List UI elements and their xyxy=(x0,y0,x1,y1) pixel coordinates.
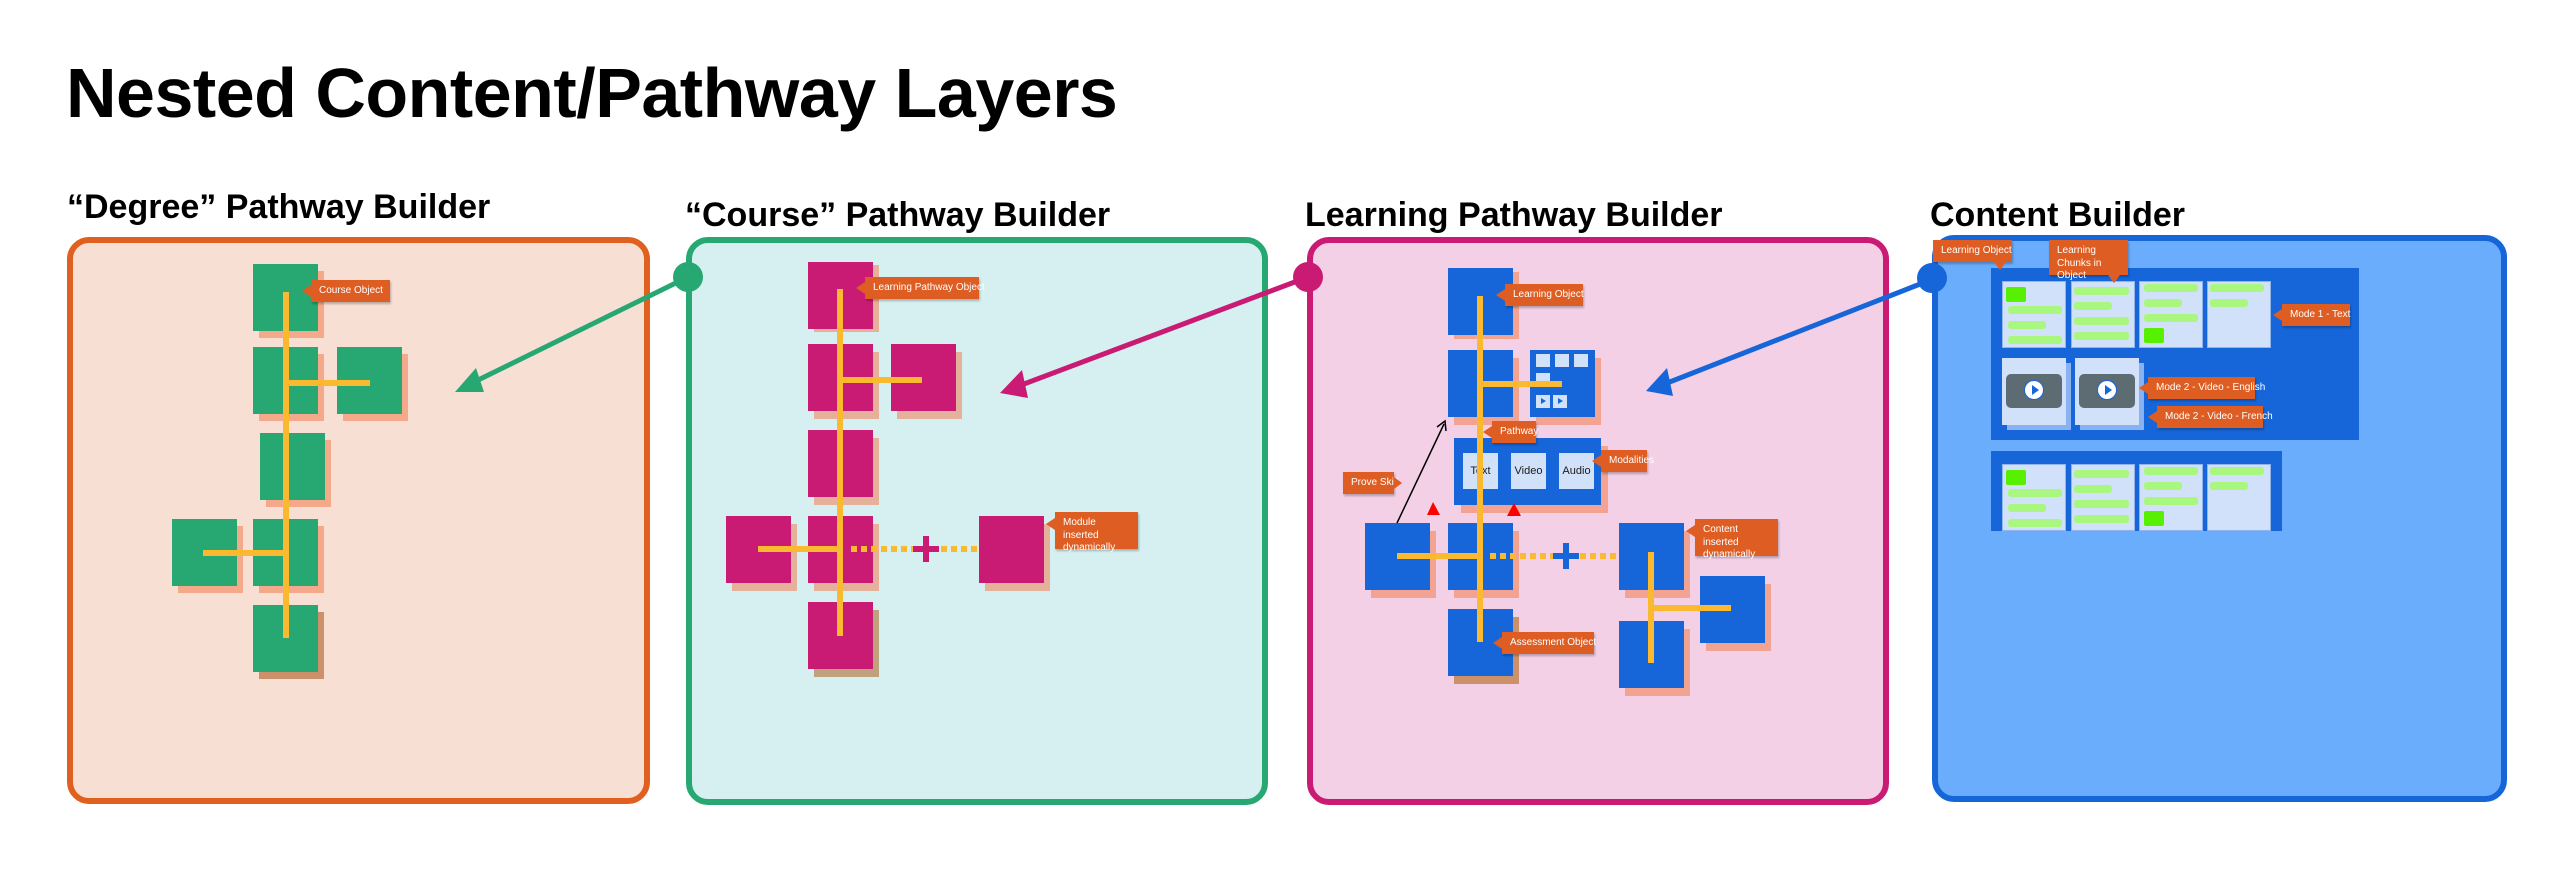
callout-learning-object: Learning Object xyxy=(1933,240,2012,270)
text-line xyxy=(2210,482,2248,490)
text-line xyxy=(2008,336,2062,344)
panel-title-learning: Learning Pathway Builder xyxy=(1305,196,1723,234)
image-block xyxy=(2144,511,2164,526)
video-thumb xyxy=(1536,395,1550,408)
callout-learning-chunks: Learning Chunks in Object xyxy=(2049,240,2128,283)
image-block xyxy=(2006,287,2026,302)
text-line xyxy=(2210,467,2264,475)
text-line xyxy=(2144,314,2198,322)
modality-audio[interactable]: Audio xyxy=(1559,453,1594,489)
learning-chunk[interactable] xyxy=(2207,281,2271,348)
callout-mode-2-video-french: Mode 2 - Video - French xyxy=(2148,406,2273,428)
text-line xyxy=(2074,515,2129,523)
text-line xyxy=(2008,504,2046,512)
learning-chunk[interactable] xyxy=(2207,464,2271,531)
callout-modalities: Modalities xyxy=(1592,450,1654,472)
text-line xyxy=(2144,284,2198,292)
callout-pointer xyxy=(1394,477,1402,489)
pathway-branch xyxy=(1651,605,1731,611)
text-line xyxy=(2144,467,2198,475)
degree-pathway-panel xyxy=(67,237,650,804)
callout-learning-object: Learning Object xyxy=(1496,284,1584,306)
play-icon[interactable] xyxy=(2024,380,2044,400)
callout-pathway: Pathway xyxy=(1483,421,1538,443)
text-line xyxy=(2074,332,2129,340)
chunk-thumb xyxy=(1574,354,1588,367)
play-icon[interactable] xyxy=(2097,380,2117,400)
learning-pathway-panel xyxy=(1307,237,1889,805)
connector-handle-learning[interactable] xyxy=(1293,262,1323,292)
pathway-spine xyxy=(837,289,843,636)
text-line xyxy=(2074,500,2129,508)
play-icon xyxy=(1541,398,1546,404)
learning-chunk[interactable] xyxy=(2139,281,2203,348)
callout-course-object: Course Object xyxy=(302,280,390,302)
add-content-icon[interactable] xyxy=(1553,543,1579,569)
video-player xyxy=(2006,374,2062,408)
pathway-spine xyxy=(1477,296,1483,642)
panel-title-degree: “Degree” Pathway Builder xyxy=(67,188,491,226)
content-preview-object[interactable] xyxy=(1530,350,1595,417)
pathway-branch xyxy=(203,550,286,556)
text-line xyxy=(2144,482,2182,490)
learning-chunk[interactable] xyxy=(2002,281,2066,348)
module-inserted-object[interactable] xyxy=(979,516,1044,583)
text-line xyxy=(2008,519,2062,527)
chunk-thumb xyxy=(1555,354,1569,367)
text-line xyxy=(2144,299,2182,307)
callout-assessment-object: Assessment Object xyxy=(1493,632,1596,654)
callout-prove-skill: Prove Skill xyxy=(1343,472,1402,494)
text-line xyxy=(2144,497,2198,505)
course-object[interactable] xyxy=(260,433,325,500)
pathway-branch xyxy=(1480,381,1562,387)
text-line xyxy=(2008,306,2062,314)
learning-chunk[interactable] xyxy=(2139,464,2203,531)
pathway-spine xyxy=(283,292,289,638)
text-line xyxy=(2210,299,2248,307)
panel-title-course: “Course” Pathway Builder xyxy=(685,196,1111,234)
add-module-icon[interactable] xyxy=(913,536,939,562)
image-block xyxy=(2006,470,2026,485)
video-player xyxy=(2079,374,2135,408)
learning-chunk[interactable] xyxy=(2002,464,2066,531)
connector-handle-course[interactable] xyxy=(673,262,703,292)
video-thumb xyxy=(1553,395,1567,408)
modality-video[interactable]: Video xyxy=(1511,453,1546,489)
pathway-branch xyxy=(840,377,922,383)
callout-mode-2-video-english: Mode 2 - Video - English xyxy=(2139,377,2265,399)
callout-content-inserted: Content inserted dynamically xyxy=(1686,519,1778,560)
text-line xyxy=(2074,485,2112,493)
callout-learning-pathway-object: Learning Pathway Object xyxy=(856,277,985,299)
video-chunk-french[interactable] xyxy=(2075,358,2139,425)
callout-module-inserted: Module inserted dynamically xyxy=(1046,512,1138,553)
modalities-object[interactable]: Text Video Audio xyxy=(1454,438,1601,505)
text-line xyxy=(2074,302,2112,310)
pathway-branch xyxy=(758,546,840,552)
text-line xyxy=(2074,287,2129,295)
image-block xyxy=(2144,328,2164,343)
text-line xyxy=(2210,284,2264,292)
pathway-branch xyxy=(286,380,370,386)
video-chunk-english[interactable] xyxy=(2002,358,2066,425)
learning-chunk[interactable] xyxy=(2071,281,2135,348)
play-icon xyxy=(1558,398,1563,404)
panel-title-content: Content Builder xyxy=(1930,196,2185,234)
connector-handle-content[interactable] xyxy=(1917,263,1947,293)
chunk-thumb xyxy=(1536,354,1550,367)
text-line xyxy=(2008,489,2062,497)
text-line xyxy=(2008,321,2046,329)
page-title: Nested Content/Pathway Layers xyxy=(66,54,1118,132)
pathway-branch xyxy=(1397,553,1480,559)
callout-mode-1-text: Mode 1 - Text xyxy=(2273,304,2350,326)
text-line xyxy=(2074,317,2129,325)
learning-chunk[interactable] xyxy=(2071,464,2135,531)
text-line xyxy=(2074,470,2129,478)
chunk-thumb xyxy=(1536,373,1550,383)
